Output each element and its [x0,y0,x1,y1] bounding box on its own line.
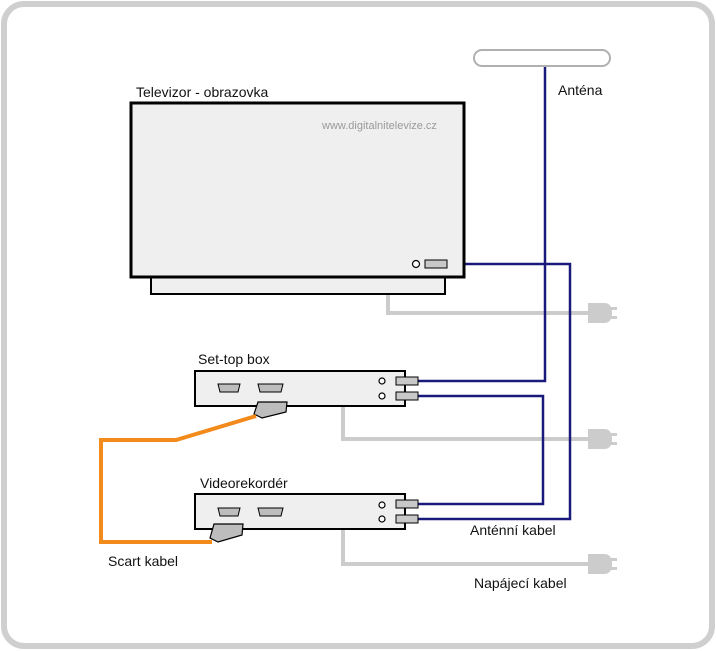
vcr-scart-socket-2 [257,507,284,517]
tv-label: Televizor - obrazovka [136,84,269,100]
antenna-to-settop-cable [418,65,547,383]
plug-settop [588,429,617,449]
vcr-scart-socket-1 [217,507,241,517]
settop-antenna-out [395,391,419,401]
settop-label: Set-top box [198,351,270,367]
settop-scart-socket-2 [257,383,284,393]
tv-indicator [411,259,421,269]
antenna [473,49,611,67]
antenna-label: Anténa [558,82,603,98]
antenna-cable-label: Anténní kabel [470,522,556,538]
vcr-to-tv-cable [418,262,572,521]
settop-to-vcr-cable [418,394,545,506]
settop-scart-plug [253,401,288,419]
scart-cable-label: Scart kabel [108,553,179,569]
tv-body [129,101,466,279]
tv-antenna-connector [424,259,448,269]
vcr [194,493,419,543]
power-cable-label: Napájecí kabel [474,575,567,591]
settop-scart-socket-1 [217,383,241,393]
tv-screen [129,101,466,295]
antenna-cables [418,65,572,521]
plug-vcr [588,554,617,574]
scart-cable [99,414,257,544]
vcr-antenna-out [395,514,419,524]
vcr-scart-plug [209,523,244,543]
watermark: www.digitalnitelevize.cz [322,120,437,132]
vcr-antenna-in [395,499,419,509]
plug-tv [588,303,617,323]
vcr-power-cable [341,518,590,566]
settop-box [194,370,419,419]
settop-antenna-in [395,376,419,386]
vcr-label: Videorekordér [200,475,288,491]
